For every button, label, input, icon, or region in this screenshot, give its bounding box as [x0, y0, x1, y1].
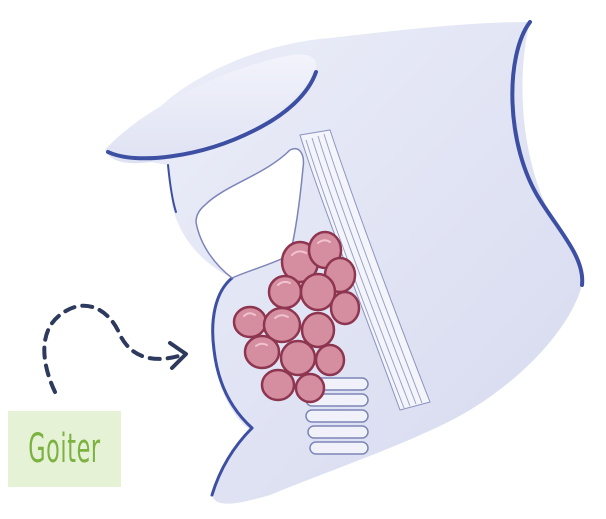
- goiter-label: Goiter: [28, 429, 101, 469]
- goiter-label-box: Goiter: [8, 411, 121, 487]
- curved-dashed-arrow-icon: [44, 306, 186, 392]
